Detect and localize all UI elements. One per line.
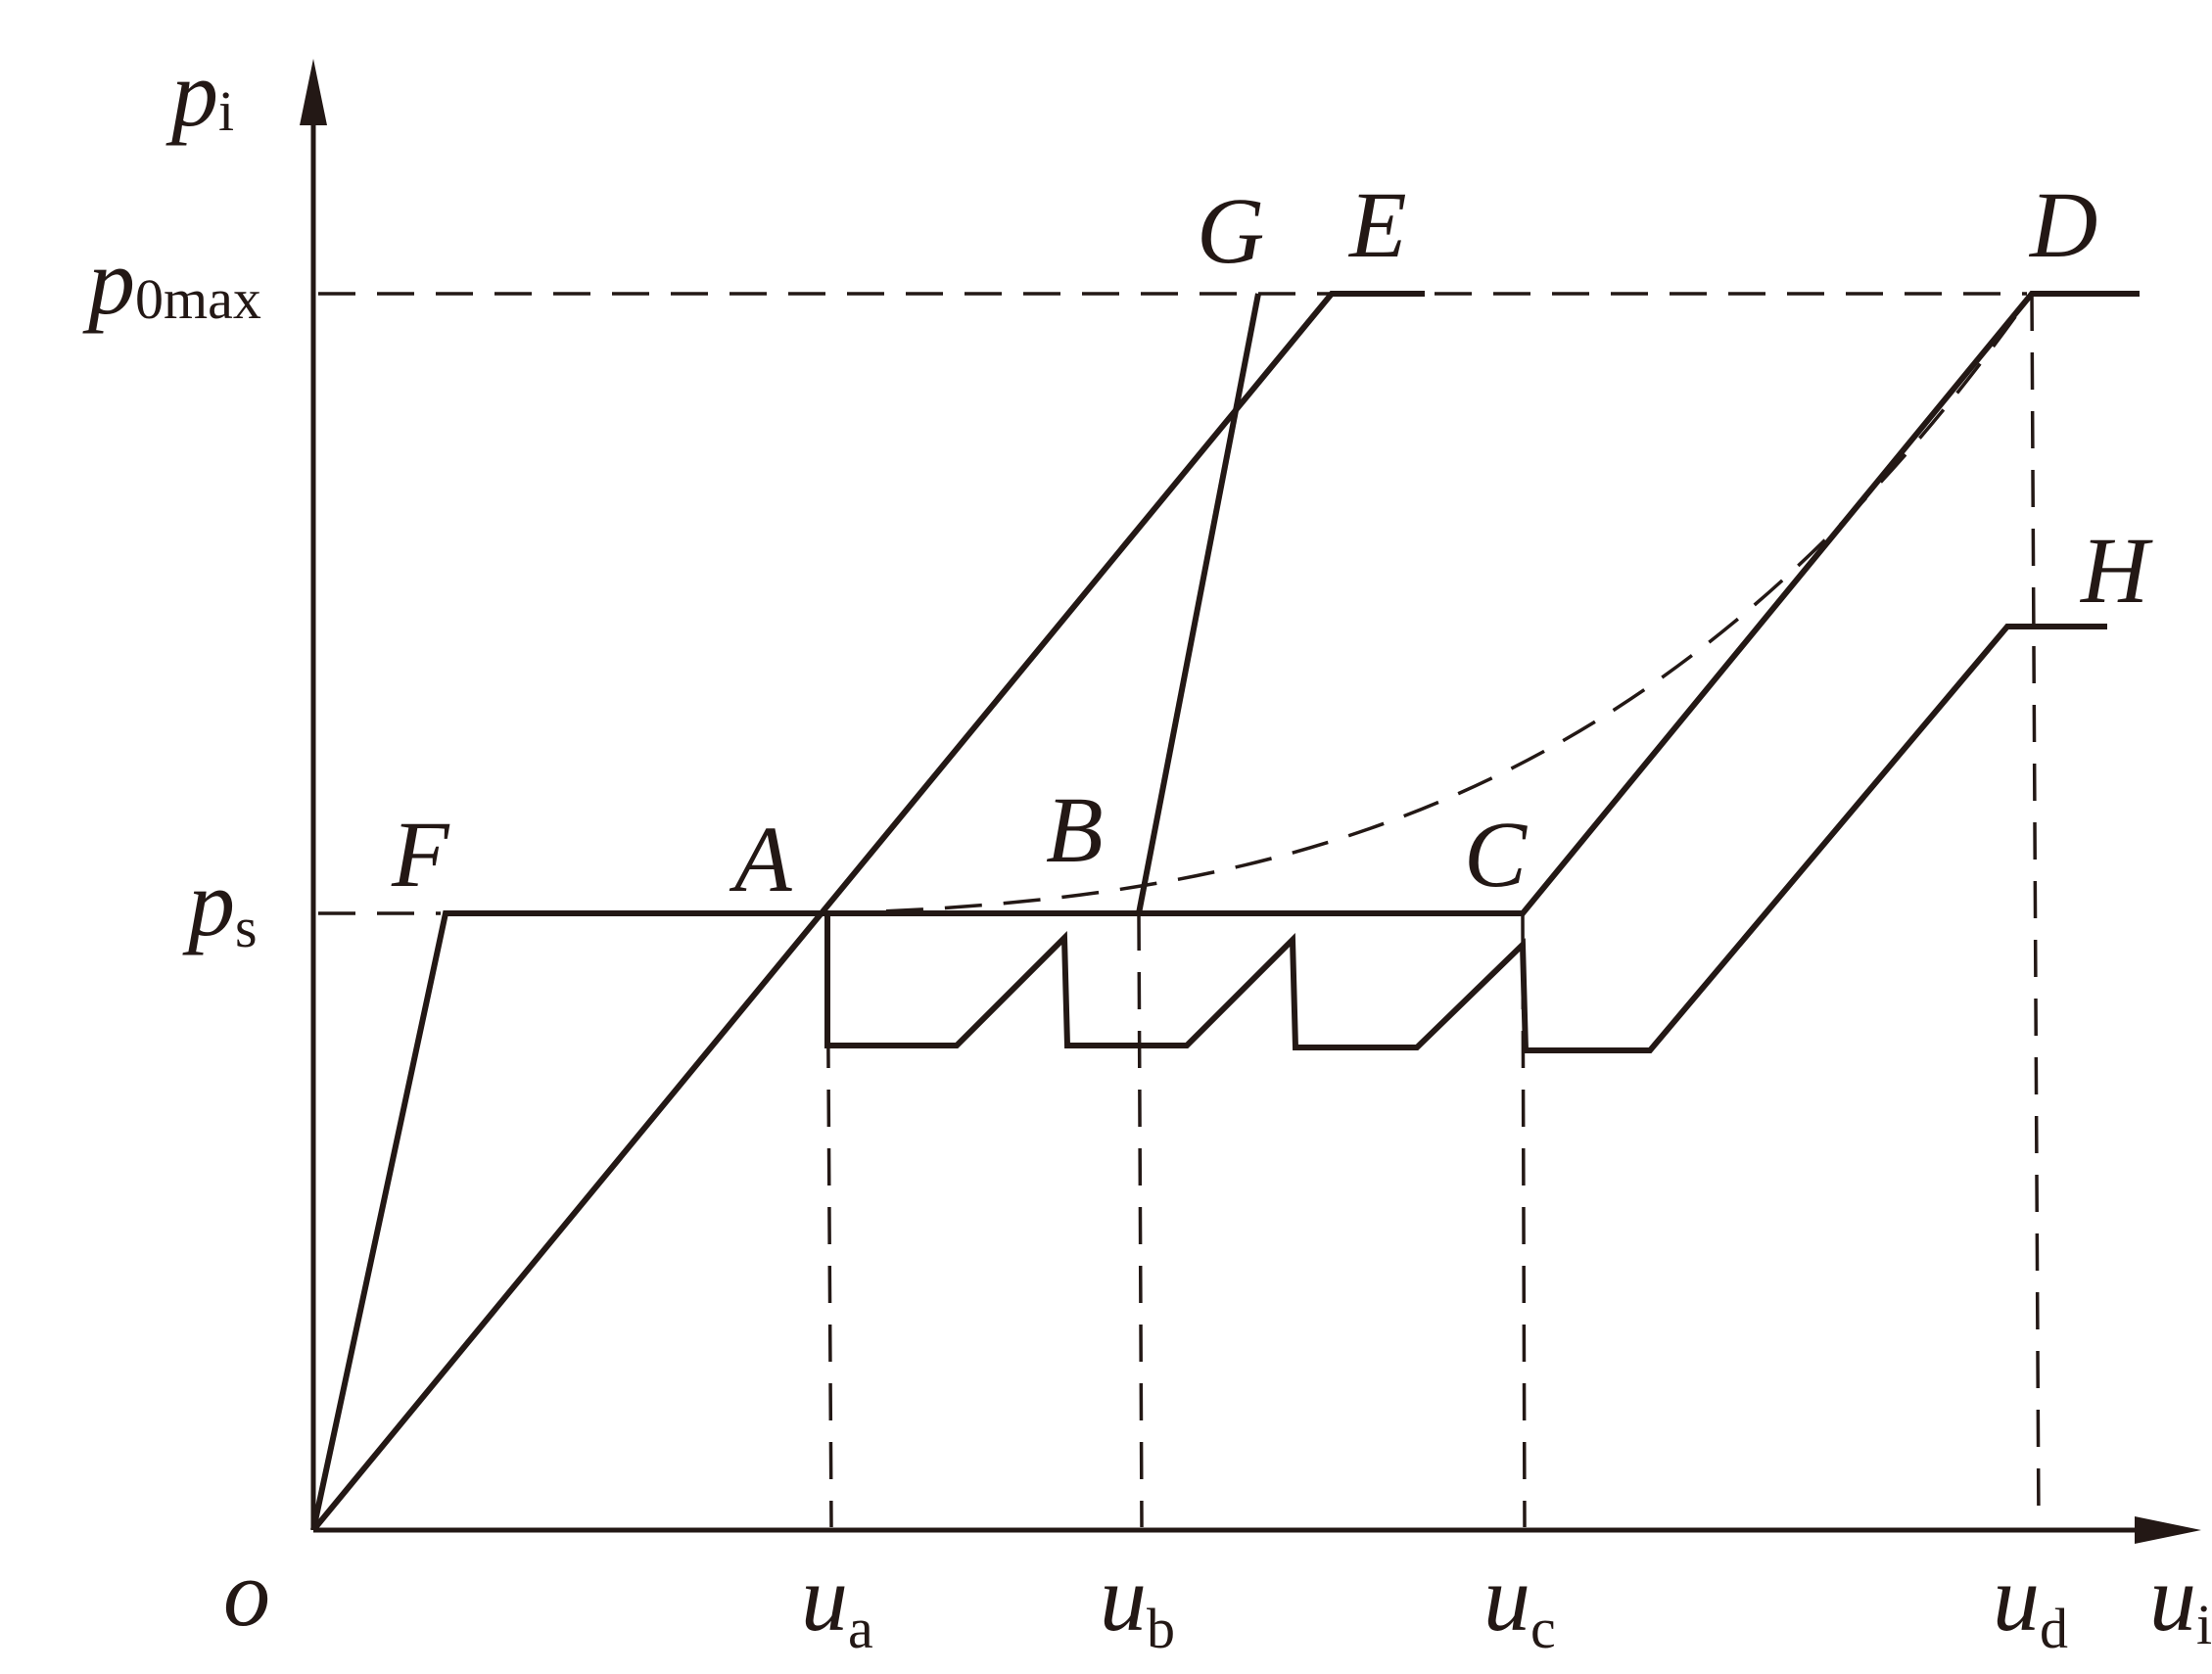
curve-O-A-E xyxy=(310,291,1425,1532)
y-axis-label: pi xyxy=(165,41,234,146)
point-label-A: A xyxy=(729,807,792,911)
pmax-label: p0max xyxy=(82,229,261,334)
point-label-E: E xyxy=(1347,172,1407,277)
ud-dashed-line xyxy=(2030,293,2041,1528)
line-B-G xyxy=(1136,293,1261,914)
arrow-right-icon xyxy=(2135,1516,2201,1544)
sawtooth-curve-A-H xyxy=(824,624,2107,1053)
curve-O-F-C-D xyxy=(310,291,2140,1531)
ps-label-sub: s xyxy=(235,896,258,959)
ua-label-sub: a xyxy=(848,1597,873,1660)
y-axis-label-sub: i xyxy=(218,79,234,143)
x-axis-label: ui xyxy=(2149,1546,2212,1656)
uc-label-sub: c xyxy=(1530,1597,1556,1660)
arrow-up-icon xyxy=(300,59,327,125)
ua-dashed-line xyxy=(825,912,833,1528)
ub-label: ub xyxy=(1100,1546,1175,1660)
dashed-curve-A-D xyxy=(826,292,2034,915)
point-label-H: H xyxy=(2079,518,2153,623)
point-label-G: G xyxy=(1197,178,1264,283)
ub-dashed-line xyxy=(1137,912,1144,1528)
point-label-D: D xyxy=(2028,172,2097,277)
origin-label: o xyxy=(223,1541,270,1646)
uc-label: uc xyxy=(1483,1546,1556,1660)
pmax-label-sub: 0max xyxy=(135,267,261,331)
x-axis-label-sub: i xyxy=(2196,1593,2212,1656)
ud-label: ud xyxy=(1993,1546,2068,1660)
ub-label-sub: b xyxy=(1147,1597,1175,1660)
point-label-B: B xyxy=(1046,777,1104,882)
ua-label: ua xyxy=(801,1546,873,1660)
point-label-F: F xyxy=(391,802,450,907)
point-label-C: C xyxy=(1464,802,1528,907)
ud-label-sub: d xyxy=(2040,1597,2068,1660)
uc-dashed-line xyxy=(1521,912,1527,1528)
ps-label: ps xyxy=(182,851,258,959)
